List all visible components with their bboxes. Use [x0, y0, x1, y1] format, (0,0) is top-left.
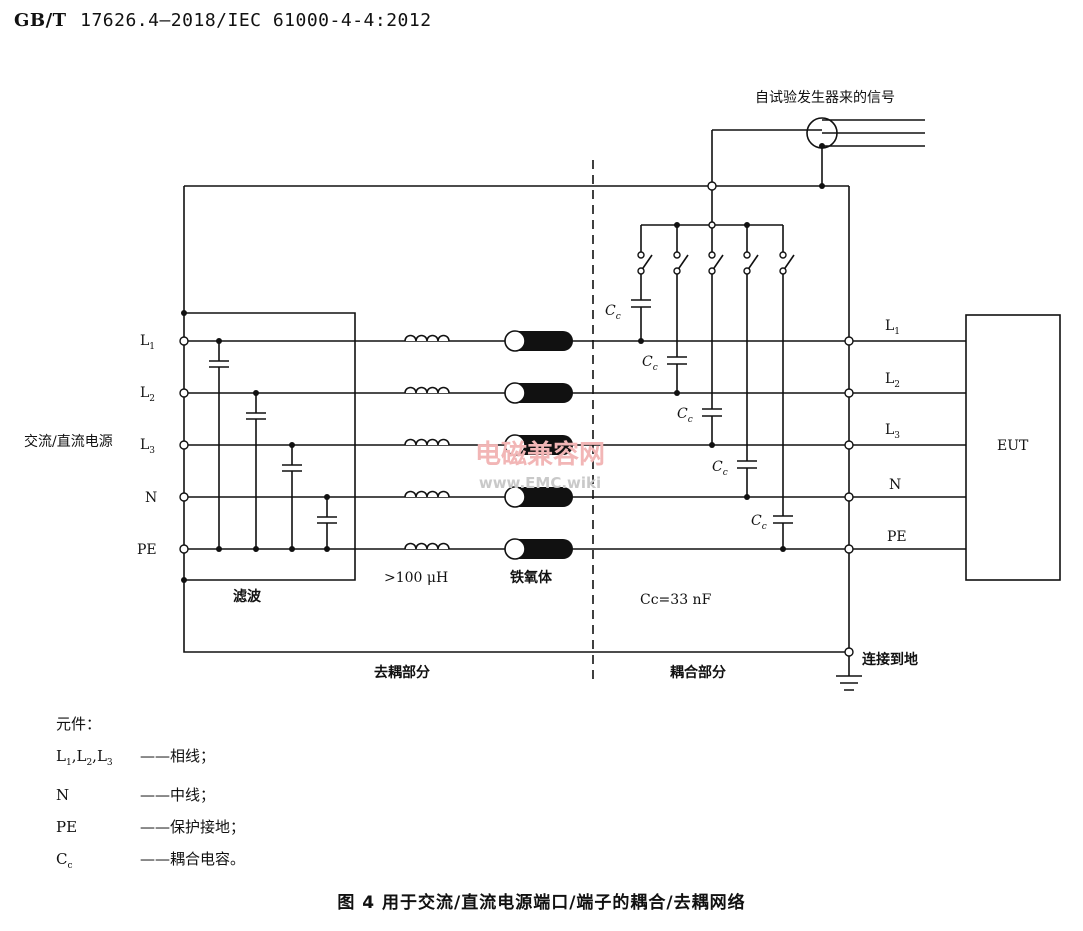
coupling-label: 耦合部分: [670, 664, 726, 681]
svg-text:L3: L3: [140, 437, 155, 456]
cap-value-label: Cc=33 nF: [640, 592, 712, 608]
legend-desc: ——保护接地；: [140, 818, 246, 836]
watermark-cn: 电磁兼容网: [475, 439, 605, 470]
standard-header: GB/T 17626.4—2018/IEC 61000-4-4:2012: [14, 10, 432, 31]
ground-label: 连接到地: [862, 651, 918, 668]
legend-key: Cc: [56, 850, 73, 871]
terminals: [179, 181, 854, 657]
signal-label: 自试验发生器来的信号: [755, 90, 895, 106]
component-legend: 元件： L1,L2,L3 ——相线； N ——中线； PE ——保护接地； Cc ——耦…: [56, 708, 245, 882]
legend-title: 元件：: [56, 715, 102, 733]
svg-text:Cc: Cc: [712, 459, 728, 478]
svg-text:L2: L2: [140, 385, 155, 404]
inductance-label: >100 μH: [384, 570, 448, 586]
standard-prefix: GB/T: [14, 10, 67, 31]
ground-symbol: [836, 675, 862, 691]
svg-text:Cc: Cc: [642, 354, 658, 373]
legend-key: N: [56, 786, 70, 804]
inductors: [404, 334, 450, 550]
legend-item: L1,L2,L3 ——相线；: [56, 740, 245, 779]
legend-desc: ——相线；: [140, 747, 216, 765]
legend-item: N ——中线；: [56, 779, 245, 811]
left-n-label: N: [145, 490, 157, 506]
svg-text:L1: L1: [885, 318, 900, 337]
ferrite-label: 铁氧体: [510, 569, 553, 586]
left-terminal-labels: L1 L2 L3 N PE: [137, 333, 157, 558]
ferrites: [504, 330, 573, 560]
svg-text:L3: L3: [885, 422, 900, 441]
figure-caption: 图 4 用于交流/直流电源端口/端子的耦合/去耦网络: [337, 893, 746, 913]
standard-number: 17626.4—2018/IEC 61000-4-4:2012: [80, 10, 432, 31]
legend-key: L1,L2,L3: [56, 747, 113, 768]
right-pe-label: PE: [887, 529, 907, 545]
svg-text:L1: L1: [140, 333, 155, 352]
decoupling-label: 去耦部分: [374, 664, 430, 681]
signal-feed-wire: [711, 129, 822, 225]
svg-text:Cc: Cc: [751, 513, 767, 532]
svg-text:Cc: Cc: [605, 303, 621, 322]
filter-box: [184, 312, 356, 581]
junction-dots: [181, 143, 825, 583]
source-label: 交流/直流电源: [24, 433, 113, 450]
legend-key: PE: [56, 818, 78, 836]
legend-desc: ——耦合电容。: [140, 850, 246, 868]
left-pe-label: PE: [137, 542, 157, 558]
right-n-label: N: [889, 477, 901, 493]
svg-text:L2: L2: [885, 371, 900, 390]
watermark-url: www.EMC.wiki: [479, 474, 601, 492]
legend-desc: ——中线；: [140, 786, 216, 804]
legend-item: Cc ——耦合电容。: [56, 843, 245, 882]
legend-item: PE ——保护接地；: [56, 811, 245, 843]
filter-label: 滤波: [233, 588, 262, 605]
eut-label: EUT: [997, 438, 1029, 454]
signal-input-wires: [822, 119, 925, 147]
right-terminal-labels: L1 L2 L3 N PE: [885, 318, 907, 545]
eut-box: [965, 314, 1061, 581]
svg-text:Cc: Cc: [677, 406, 693, 425]
